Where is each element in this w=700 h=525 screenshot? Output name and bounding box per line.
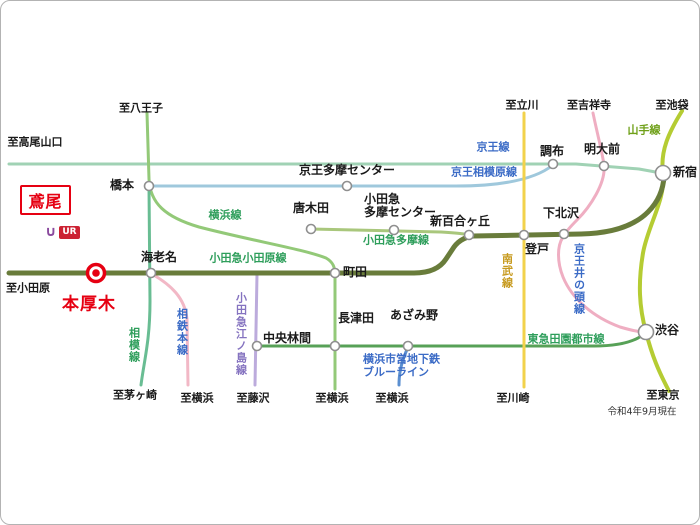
- ur-logo: ∪ UR: [45, 223, 80, 241]
- station-dot-keio-tama-center: [341, 180, 353, 192]
- line-label-odakyu-tama: 小田急多摩線: [363, 233, 429, 247]
- line-label-sotetsu: 相鉄本線: [175, 308, 189, 356]
- edge-label-ikebukuro: 至池袋: [655, 98, 689, 112]
- station-label-ebina: 海老名: [140, 250, 178, 264]
- line-label-inokashira: 京王井の頭線: [572, 243, 586, 315]
- edge-label-odawara: 至小田原: [6, 281, 50, 295]
- edge-label-fujisawa: 至藤沢: [236, 391, 270, 405]
- edge-label-hachioji: 至八王子: [119, 101, 163, 115]
- station-label-odakyu-tama-center-2: 多摩センター: [364, 205, 437, 219]
- station-dot-hashimoto: [143, 180, 155, 192]
- sotetsu-line-path: [150, 272, 190, 387]
- edge-label-tokyo: 至東京: [646, 388, 680, 402]
- station-dot-shimokitazawa: [558, 228, 570, 240]
- station-dot-shin-yurigaoka: [463, 229, 475, 241]
- line-label-nambu: 南武線: [500, 253, 514, 289]
- station-label-noborito: 登戸: [524, 242, 550, 256]
- yamanote-line-path: [637, 109, 684, 393]
- dentoshi-line-path: [255, 332, 647, 348]
- yokohama-line-path: [145, 111, 337, 391]
- line-label-odakyu: 小田急小田原線: [209, 251, 287, 265]
- odakyu-line-path: [6, 173, 667, 276]
- station-dot-karakida: [305, 223, 317, 235]
- station-label-shinjuku: 新宿: [672, 165, 698, 179]
- line-label-dentoshi: 東急田園都市線: [527, 332, 605, 346]
- line-label-blue-line-1: 横浜市営地下鉄: [363, 352, 440, 366]
- station-label-meidaimae: 明大前: [583, 142, 621, 156]
- ur-mark-icon: ∪: [45, 224, 57, 240]
- line-label-yamanote: 山手線: [627, 123, 661, 137]
- line-label-keio-sagamihara: 京王相模原線: [451, 165, 517, 179]
- line-label-yokohama: 横浜線: [208, 208, 242, 222]
- ur-logo-text: UR: [59, 225, 80, 239]
- station-label-shin-yurigaoka: 新百合ヶ丘: [429, 214, 491, 228]
- line-label-blue-line-2: ブルーライン: [363, 365, 429, 379]
- station-label-shimokitazawa: 下北沢: [542, 206, 580, 220]
- station-dot-shibuya: [637, 323, 655, 341]
- enoshima-line-path: [253, 272, 259, 387]
- station-label-chuo-rinkan: 中央林間: [262, 331, 312, 345]
- honatsugi-marker: [85, 262, 107, 284]
- station-label-keio-tama-center: 京王多摩センター: [298, 163, 396, 177]
- station-label-hashimoto: 橋本: [109, 178, 135, 192]
- edge-label-takaosanguchi: 至高尾山口: [7, 135, 63, 149]
- highlight-place-box: 鳶尾: [20, 185, 71, 215]
- line-label-keio: 京王線: [476, 140, 510, 154]
- edge-label-chigasaki: 至茅ヶ崎: [113, 388, 157, 402]
- station-dot-chofu: [547, 158, 559, 170]
- edge-label-kawasaki: 至川崎: [496, 391, 530, 405]
- station-label-odakyu-tama-center-1: 小田急: [364, 192, 401, 206]
- edge-label-yokohama-sotetsu: 至横浜: [180, 391, 214, 405]
- edge-label-yokohama-jr: 至横浜: [315, 391, 349, 405]
- station-dot-ebina: [145, 267, 157, 279]
- edge-label-yokohama-blue: 至横浜: [375, 391, 409, 405]
- station-dot-noborito: [518, 229, 530, 241]
- station-label-nagatsuta: 長津田: [337, 311, 375, 325]
- edge-label-tachikawa: 至立川: [505, 98, 539, 112]
- as-of-note: 令和4年9月現在: [607, 406, 677, 418]
- station-dot-shinjuku: [654, 164, 672, 182]
- line-label-sagami: 相模線: [127, 327, 141, 363]
- station-dot-nagatsuta: [329, 340, 341, 352]
- line-label-enoshima: 小田急江ノ島線: [234, 292, 248, 376]
- highlight-station-label: 本厚木: [62, 294, 116, 315]
- sagami-line-path: [139, 185, 152, 387]
- station-label-azamino: あざみ野: [389, 308, 439, 322]
- keio-sagamihara-line-path: [149, 163, 555, 188]
- station-dot-machida: [329, 267, 341, 279]
- edge-label-kichijoji: 至吉祥寺: [567, 98, 611, 112]
- odakyu-tama-line-path: [309, 227, 466, 236]
- station-label-chofu: 調布: [539, 144, 565, 158]
- station-label-shibuya: 渋谷: [654, 323, 680, 337]
- station-dot-azamino: [402, 340, 414, 352]
- station-dot-chuo-rinkan: [251, 340, 263, 352]
- station-dot-meidaimae: [598, 160, 610, 172]
- station-dot-odakyu-tama-center: [388, 224, 400, 236]
- highlight-place-label: 鳶尾: [28, 192, 63, 211]
- station-label-machida: 町田: [342, 265, 368, 279]
- station-label-karakida: 唐木田: [292, 201, 330, 215]
